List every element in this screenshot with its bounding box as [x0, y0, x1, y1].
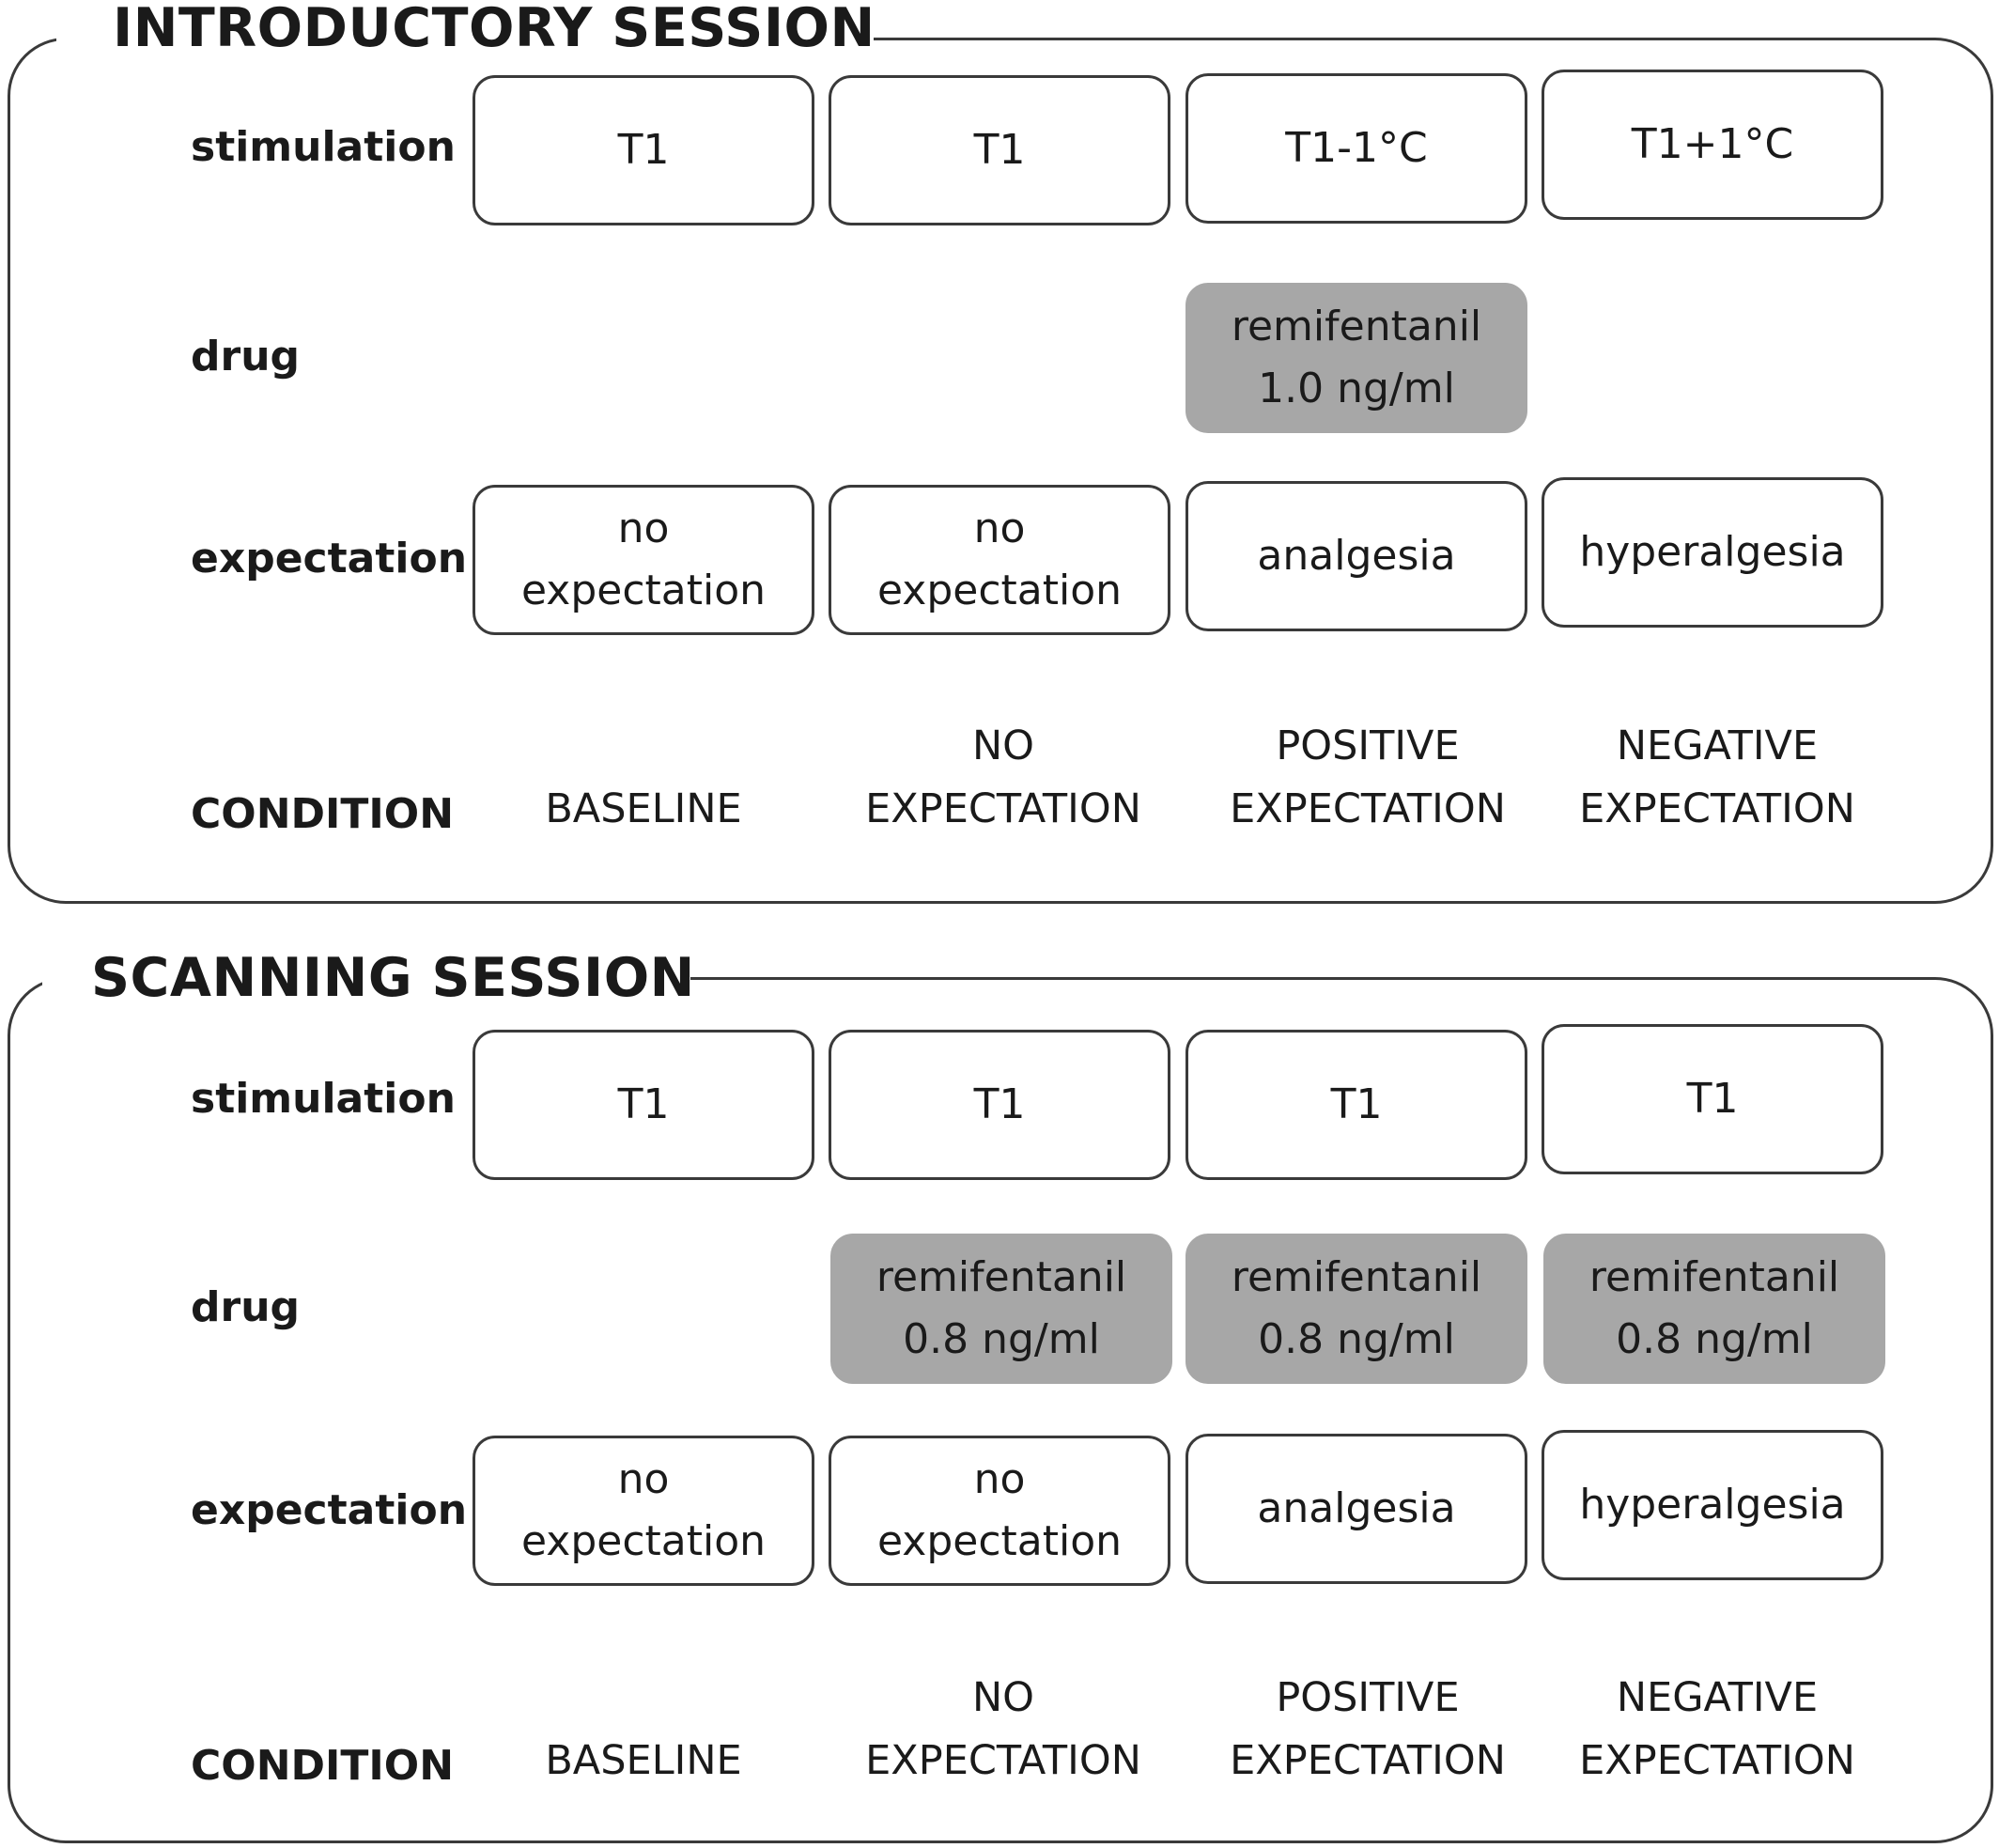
condition-text: POSITIVE EXPECTATION	[1230, 722, 1506, 832]
introductory-session-title: INTRODUCTORY SESSION	[113, 0, 876, 59]
drug-box-positive-expectation: remifentanil 0.8 ng/ml	[1185, 1234, 1527, 1384]
stimulation-box-no-expectation: T1	[829, 1030, 1170, 1180]
expectation-box-baseline: no expectation	[473, 485, 814, 635]
stimulation-box-positive-expectation: T1-1°C	[1185, 73, 1527, 224]
expectation-box-baseline: no expectation	[473, 1436, 814, 1586]
stimulation-row-label: stimulation	[191, 1075, 456, 1123]
expectation-row-label: expectation	[191, 1486, 468, 1534]
condition-row-label: CONDITION	[191, 1742, 455, 1790]
condition-text: NO EXPECTATION	[865, 1674, 1141, 1784]
condition-label-baseline: BASELINE	[456, 723, 831, 841]
drug-box-no-expectation: remifentanil 0.8 ng/ml	[830, 1234, 1172, 1384]
expectation-box-positive-expectation: analgesia	[1185, 481, 1527, 631]
scanning-session-frame	[8, 977, 1993, 1843]
stimulation-box-negative-expectation: T1	[1542, 1024, 1883, 1174]
stimulation-box-positive-expectation: T1	[1185, 1030, 1527, 1180]
expectation-row-label: expectation	[191, 535, 468, 582]
stimulation-row-label: stimulation	[191, 123, 456, 171]
condition-text: BASELINE	[545, 1737, 742, 1784]
title-mask	[42, 958, 690, 996]
condition-label-no-expectation: NO EXPECTATION	[815, 722, 1191, 841]
condition-text: BASELINE	[545, 785, 742, 832]
condition-text: NO EXPECTATION	[865, 722, 1141, 832]
introductory-session-frame	[8, 38, 1993, 904]
drug-row-label: drug	[191, 1283, 301, 1331]
stimulation-box-baseline: T1	[473, 75, 814, 225]
title-mask	[56, 19, 874, 56]
scanning-session-panel: SCANNING SESSION stimulation drug expect…	[0, 940, 1999, 1848]
condition-text: NEGATIVE EXPECTATION	[1579, 722, 1855, 832]
drug-box-positive-expectation: remifentanil 1.0 ng/ml	[1185, 283, 1527, 433]
condition-label-negative-expectation: NEGATIVE EXPECTATION	[1529, 1674, 1905, 1793]
introductory-session-panel: INTRODUCTORY SESSION stimulation drug ex…	[0, 0, 1999, 907]
stimulation-box-baseline: T1	[473, 1030, 814, 1180]
condition-label-baseline: BASELINE	[456, 1675, 831, 1793]
condition-text: NEGATIVE EXPECTATION	[1579, 1674, 1855, 1784]
expectation-box-negative-expectation: hyperalgesia	[1542, 1430, 1883, 1580]
drug-box-negative-expectation: remifentanil 0.8 ng/ml	[1543, 1234, 1885, 1384]
stimulation-box-no-expectation: T1	[829, 75, 1170, 225]
condition-label-negative-expectation: NEGATIVE EXPECTATION	[1529, 722, 1905, 841]
condition-label-positive-expectation: POSITIVE EXPECTATION	[1180, 1674, 1556, 1793]
condition-label-positive-expectation: POSITIVE EXPECTATION	[1180, 722, 1556, 841]
expectation-box-no-expectation: no expectation	[829, 1436, 1170, 1586]
drug-row-label: drug	[191, 333, 301, 380]
condition-text: POSITIVE EXPECTATION	[1230, 1674, 1506, 1784]
expectation-box-positive-expectation: analgesia	[1185, 1434, 1527, 1584]
expectation-box-negative-expectation: hyperalgesia	[1542, 477, 1883, 628]
stimulation-box-negative-expectation: T1+1°C	[1542, 70, 1883, 220]
expectation-box-no-expectation: no expectation	[829, 485, 1170, 635]
condition-row-label: CONDITION	[191, 790, 455, 838]
condition-label-no-expectation: NO EXPECTATION	[815, 1674, 1191, 1793]
scanning-session-title: SCANNING SESSION	[91, 947, 695, 1009]
